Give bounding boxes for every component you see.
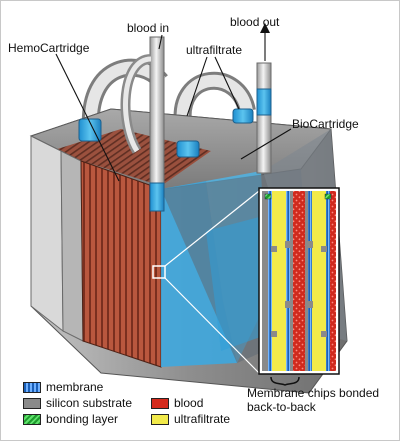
- blood-out-tube: [256, 62, 272, 174]
- leader-lines: [55, 29, 292, 182]
- blood-swatch-icon: [151, 397, 169, 409]
- label-blood-out: blood out: [230, 15, 280, 29]
- zoom-source-box: [152, 265, 166, 279]
- side-plate: [30, 135, 64, 333]
- membrane-swatch-icon: [23, 381, 41, 393]
- silicon-layer: [262, 191, 268, 371]
- blood-out-arrow-icon: [260, 23, 270, 33]
- blood-in-connector: [149, 182, 165, 212]
- bonding-layer-mark: [264, 193, 272, 200]
- ultrafiltrate-channel: [272, 191, 286, 371]
- bonding-swatch-icon: [23, 413, 41, 425]
- silicon-swatch-icon: [23, 397, 41, 409]
- legend-item-bonding-layer: bonding layer: [23, 412, 118, 426]
- ultrafiltrate-port-right: [176, 140, 200, 158]
- blood-channel: [293, 191, 305, 371]
- blood-out-connector: [256, 88, 272, 116]
- legend-item-blood: blood: [151, 396, 203, 410]
- hemocartridge-top-stack: [51, 129, 211, 186]
- brace-icon: [270, 376, 300, 386]
- blood-in-tube: [149, 36, 165, 198]
- legend-item-silicon-substrate: silicon substrate: [23, 396, 132, 410]
- hemocartridge-stack: [80, 160, 162, 368]
- label-hemocartridge: HemoCartridge: [8, 41, 90, 55]
- membrane-cross-section-inset: [258, 187, 340, 375]
- ultrafiltrate-port-left: [78, 118, 102, 142]
- label-blood-in: blood in: [127, 21, 170, 35]
- legend-item-membrane: membrane: [23, 380, 103, 394]
- label-membrane-chips-caption: Membrane chips bonded back-to-back: [247, 386, 380, 414]
- label-biocartridge: BioCartridge: [292, 117, 359, 131]
- ultrafiltrate-swatch-icon: [151, 413, 169, 425]
- label-ultrafiltrate-top: ultrafiltrate: [186, 43, 243, 57]
- legend-item-ultrafiltrate: ultrafiltrate: [151, 412, 230, 426]
